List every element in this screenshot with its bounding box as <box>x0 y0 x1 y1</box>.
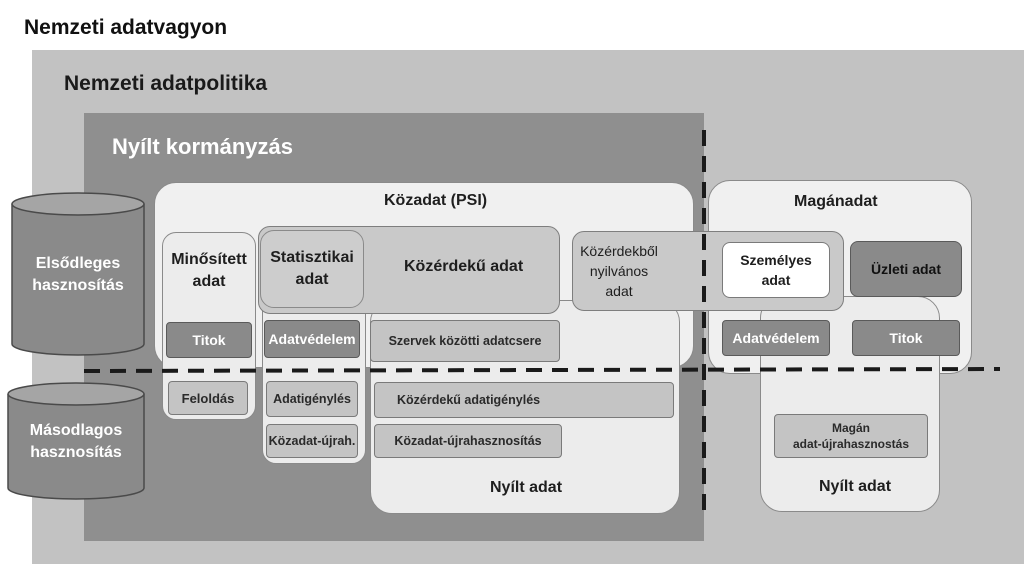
classified-data-box: Minősített adat <box>164 234 254 308</box>
secondary-use-line2: hasznosítás <box>30 444 122 461</box>
public-interest-disclosed-data-label: Közérdekből nyilvános adat <box>572 238 666 304</box>
primary-use-line1: Elsődleges <box>35 255 121 272</box>
secondary-use-line1: Másodlagos <box>29 422 123 439</box>
public-data-reuse-short-box: Közadat-újrah. <box>266 424 358 458</box>
business-data-box: Üzleti adat <box>850 241 962 297</box>
secondary-use-label: Másodlagos hasznosítás <box>6 420 146 464</box>
statistical-data-box-overlay: Statisztikai adat <box>260 230 364 308</box>
secret-box-psi: Titok <box>166 322 252 358</box>
secondary-use-cylinder <box>7 382 145 500</box>
personal-data-box: Személyes adat <box>722 242 830 298</box>
bridge-line1: Közérdekből <box>580 243 658 259</box>
bridge-line3: adat <box>605 283 633 299</box>
private-data-title: Magánadat <box>794 193 878 210</box>
secret-box-private: Titok <box>852 320 960 356</box>
primary-use-line2: hasznosítás <box>32 277 124 294</box>
data-request-box: Adatigénylés <box>266 381 358 417</box>
private-reuse-line2: adat-újrahasznostás <box>792 437 910 451</box>
bridge-line2: nyilvános <box>589 263 649 279</box>
private-data-reuse-box: Magán adat-újrahasznostás <box>774 414 928 458</box>
public-data-request-box: Közérdekű adatigénylés <box>374 382 674 418</box>
classified-line2: adat <box>192 273 226 290</box>
personal-line1: Személyes <box>740 252 812 268</box>
statistical-overlay-line2: adat <box>295 271 329 288</box>
open-government-title: Nyílt kormányzás <box>112 134 293 159</box>
primary-use-cylinder <box>11 192 145 356</box>
release-box: Feloldás <box>168 381 248 415</box>
inter-agency-exchange-box: Szervek közötti adatcsere <box>370 320 560 362</box>
national-data-policy-title: Nemzeti adatpolitika <box>64 72 268 95</box>
open-data-label: Nyílt adat <box>490 479 563 496</box>
personal-line2: adat <box>761 272 791 288</box>
psi-title: Közadat (PSI) <box>384 192 488 209</box>
data-protection-box-private: Adatvédelem <box>722 320 830 356</box>
primary-use-label: Elsődleges hasznosítás <box>10 253 146 297</box>
data-protection-box-psi: Adatvédelem <box>264 320 360 358</box>
private-open-data-label: Nyílt adat <box>819 478 892 495</box>
horizontal-dashed-divider <box>83 367 1001 373</box>
public-interest-data-label: Közérdekű adat <box>404 258 524 275</box>
private-reuse-line1: Magán <box>831 421 870 435</box>
page-title: Nemzeti adatvagyon <box>24 16 228 39</box>
statistical-overlay-line1: Statisztikai <box>270 249 354 266</box>
public-data-reuse-box: Közadat-újrahasznosítás <box>374 424 562 458</box>
classified-line1: Minősített <box>171 251 247 268</box>
